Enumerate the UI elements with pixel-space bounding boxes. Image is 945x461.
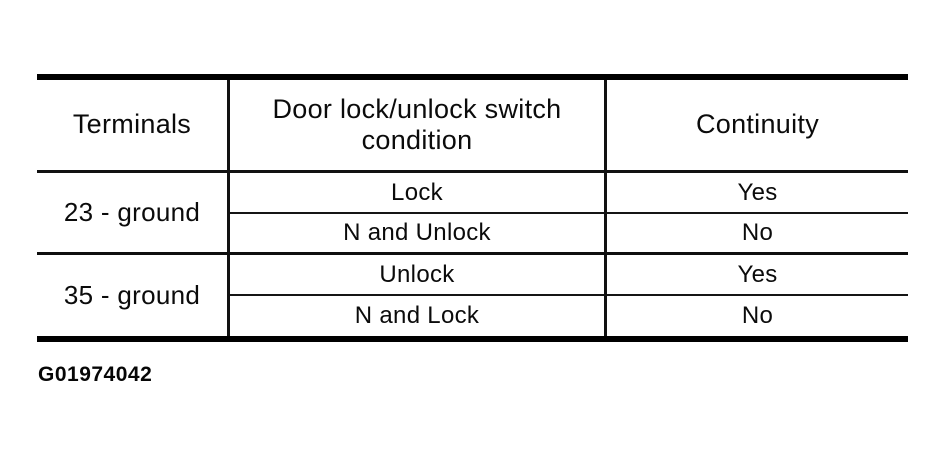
figure-id-label: G01974042	[38, 363, 153, 386]
header-terminals: Terminals	[37, 80, 230, 173]
continuity-cell: No	[607, 214, 908, 255]
header-continuity: Continuity	[607, 80, 908, 173]
continuity-cell: Yes	[607, 255, 908, 296]
condition-cell: Lock	[230, 173, 607, 214]
header-switch-condition: Door lock/unlock switch condition	[230, 80, 607, 173]
continuity-table: Terminals Door lock/unlock switch condit…	[37, 74, 908, 342]
condition-cell: Unlock	[230, 255, 607, 296]
condition-cell: N and Lock	[230, 296, 607, 336]
condition-cell: N and Unlock	[230, 214, 607, 255]
terminal-cell-23-ground: 23 - ground	[37, 173, 230, 255]
continuity-cell: No	[741, 302, 774, 330]
terminal-cell-35-ground: 35 - ground	[37, 255, 230, 336]
continuity-cell: Yes	[607, 173, 908, 214]
